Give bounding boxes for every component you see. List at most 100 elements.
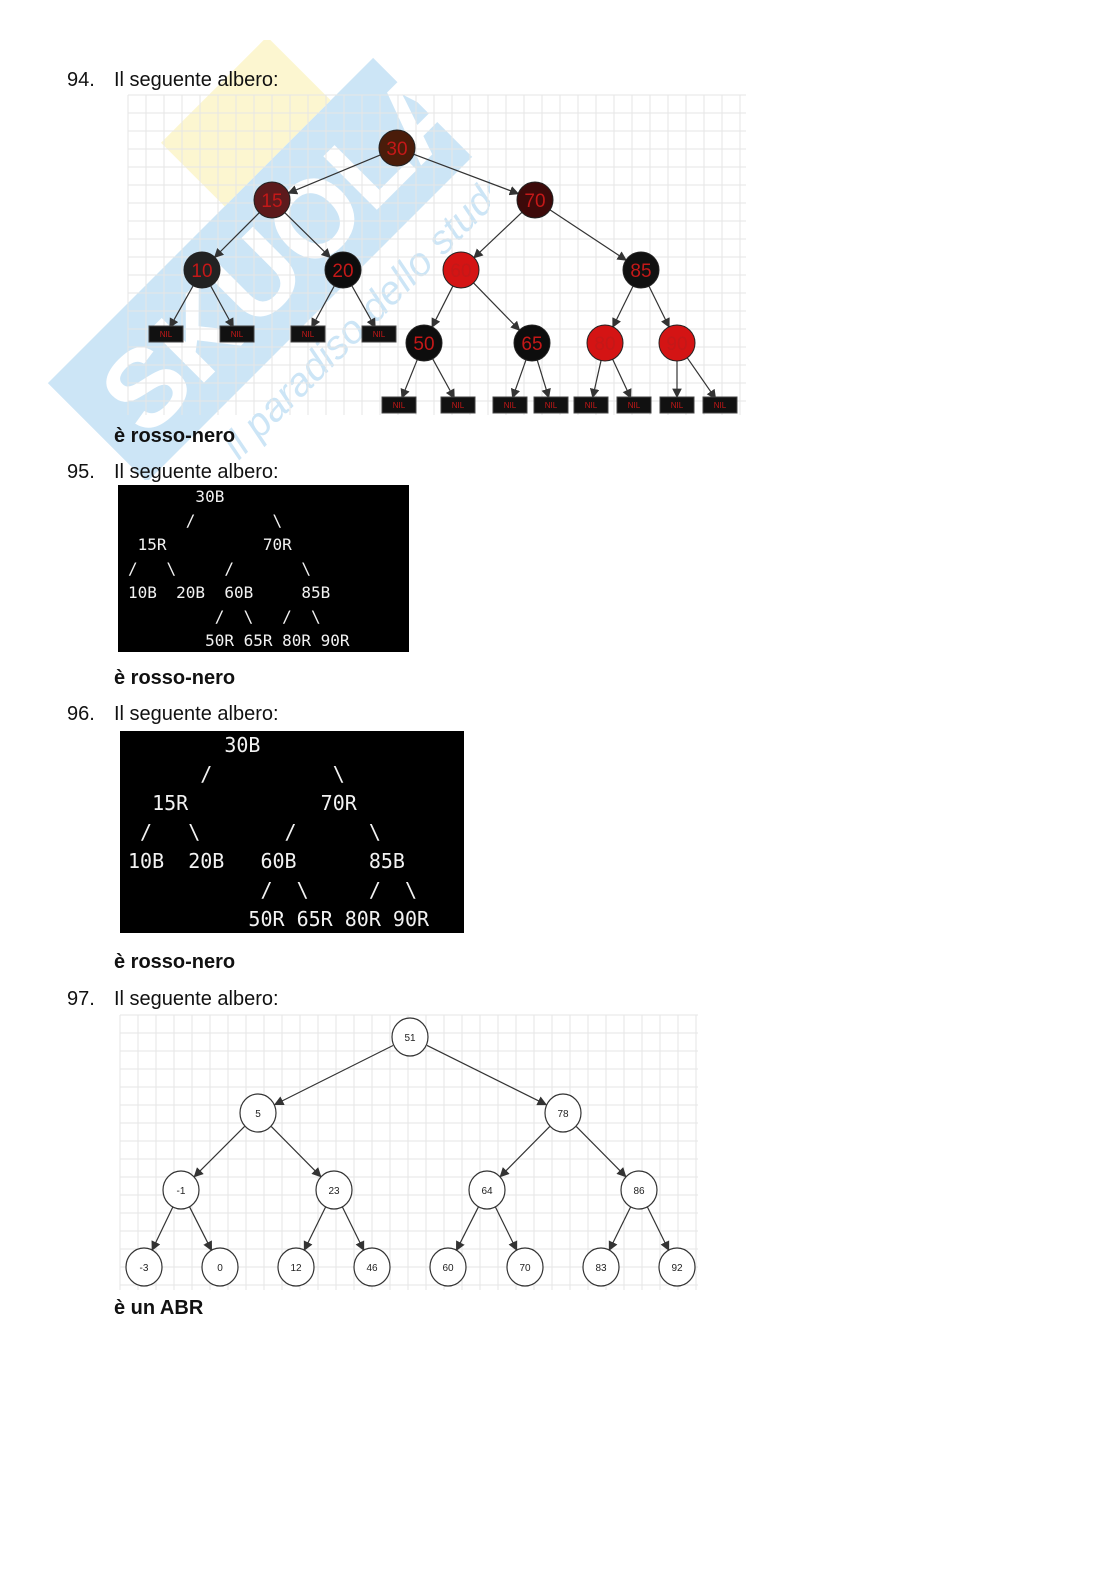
tree-edge: [284, 212, 332, 259]
ascii-tree-line: / \: [128, 511, 283, 530]
nil-label: NIL: [393, 401, 406, 410]
node-label: 83: [595, 1263, 607, 1274]
ascii-tree-line: 10B 20B 60B 85B: [128, 583, 331, 602]
tree-node: 83: [582, 1247, 620, 1287]
nil-leaf: NIL: [533, 396, 569, 414]
nil-leaf: NIL: [290, 325, 326, 343]
node-label: 46: [366, 1263, 378, 1274]
nil-box: [361, 325, 397, 343]
question-number: 94.: [67, 69, 95, 91]
node-circle: [391, 1017, 429, 1057]
ascii-tree-line: / \ / \: [128, 878, 417, 902]
tree-node: 46: [353, 1247, 391, 1287]
node-label: 12: [290, 1263, 302, 1274]
tree-edge: [494, 1206, 518, 1252]
node-label: 5: [255, 1109, 261, 1120]
question-96: 96. Il seguente albero:: [67, 703, 279, 726]
node-circle: [239, 1093, 277, 1133]
nil-label: NIL: [714, 401, 727, 410]
nil-leaf: NIL: [361, 325, 397, 343]
tree-node: 51: [391, 1017, 429, 1057]
ascii-tree-line: 10B 20B 60B 85B: [128, 849, 405, 873]
ascii-tree-line: 30B: [128, 487, 225, 506]
tree-node: 70: [516, 181, 554, 219]
question-95: 95.Il seguente albero:: [67, 461, 279, 484]
question-97: 97. Il seguente albero:: [67, 988, 279, 1011]
tree-node: 64: [468, 1170, 506, 1210]
node-circle: [513, 324, 551, 362]
nil-label: NIL: [302, 330, 315, 339]
tree-node: 92: [658, 1247, 696, 1287]
ascii-tree-line: 50R 65R 80R 90R: [128, 631, 350, 650]
nil-label: NIL: [545, 401, 558, 410]
question-number: 96.: [67, 703, 95, 725]
node-circle: [582, 1247, 620, 1287]
tree-node: -3: [125, 1247, 163, 1287]
tree-edge: [499, 1126, 551, 1178]
question-number: 97.: [67, 988, 95, 1010]
ascii-tree-line: 15R 70R: [128, 535, 292, 554]
nil-leaf: NIL: [381, 396, 417, 414]
tree-node: 12: [277, 1247, 315, 1287]
nil-leaf: NIL: [148, 325, 184, 343]
tree-edge: [608, 1206, 632, 1252]
tree-edge: [473, 282, 521, 331]
ascii-tree-line: / \: [128, 762, 345, 786]
node-label: 10: [191, 261, 212, 282]
node-label: -3: [140, 1263, 149, 1274]
nil-box: [440, 396, 476, 414]
nil-box: [290, 325, 326, 343]
node-label: 23: [328, 1186, 340, 1197]
nil-leaf: NIL: [616, 396, 652, 414]
tree-edge: [341, 1206, 365, 1252]
answer-97: è un ABR: [114, 1297, 204, 1319]
nil-leaf: NIL: [573, 396, 609, 414]
node-circle: [658, 1247, 696, 1287]
tree-node: -1: [162, 1170, 200, 1210]
answer-94: è rosso-nero: [114, 425, 236, 447]
node-circle: [405, 324, 443, 362]
ascii-tree-line: / \ / \: [128, 607, 321, 626]
node-label: 51: [404, 1033, 416, 1044]
tree-edge: [549, 209, 627, 261]
tree-edge: [311, 285, 335, 329]
tree-edge: [646, 1206, 670, 1252]
tree-node: 65: [513, 324, 551, 362]
node-circle: [125, 1247, 163, 1287]
node-circle: [201, 1247, 239, 1287]
tree-edge: [351, 285, 376, 329]
question-prompt: Il seguente albero:: [114, 703, 279, 725]
node-label: 64: [481, 1186, 493, 1197]
tree-node: 78: [544, 1093, 582, 1133]
question-prompt: Il seguente albero:: [114, 69, 279, 91]
node-label: 70: [519, 1263, 531, 1274]
tree-edge: [575, 1126, 627, 1178]
tree-edge: [213, 212, 260, 259]
node-circle: [544, 1093, 582, 1133]
tree-node: 60: [429, 1247, 467, 1287]
nil-label: NIL: [585, 401, 598, 410]
tree-edge: [473, 211, 523, 259]
nil-box: [219, 325, 255, 343]
tree-edge: [431, 285, 454, 329]
node-label: 60: [442, 1263, 454, 1274]
nil-leaf: NIL: [492, 396, 528, 414]
node-label: 90: [666, 334, 687, 355]
nil-box: [381, 396, 417, 414]
nil-label: NIL: [373, 330, 386, 339]
node-circle: [378, 129, 416, 167]
question-prompt: Il seguente albero:: [114, 988, 279, 1010]
node-circle: [622, 251, 660, 289]
node-circle: [324, 251, 362, 289]
tree-edge: [589, 360, 602, 399]
nil-box: [148, 325, 184, 343]
node-label: 80: [594, 334, 615, 355]
nil-leaf: NIL: [440, 396, 476, 414]
tree-node: 0: [201, 1247, 239, 1287]
node-label: 92: [671, 1263, 683, 1274]
nil-box: [573, 396, 609, 414]
tree-node: 15: [253, 181, 291, 219]
tree-node: 30: [378, 129, 416, 167]
